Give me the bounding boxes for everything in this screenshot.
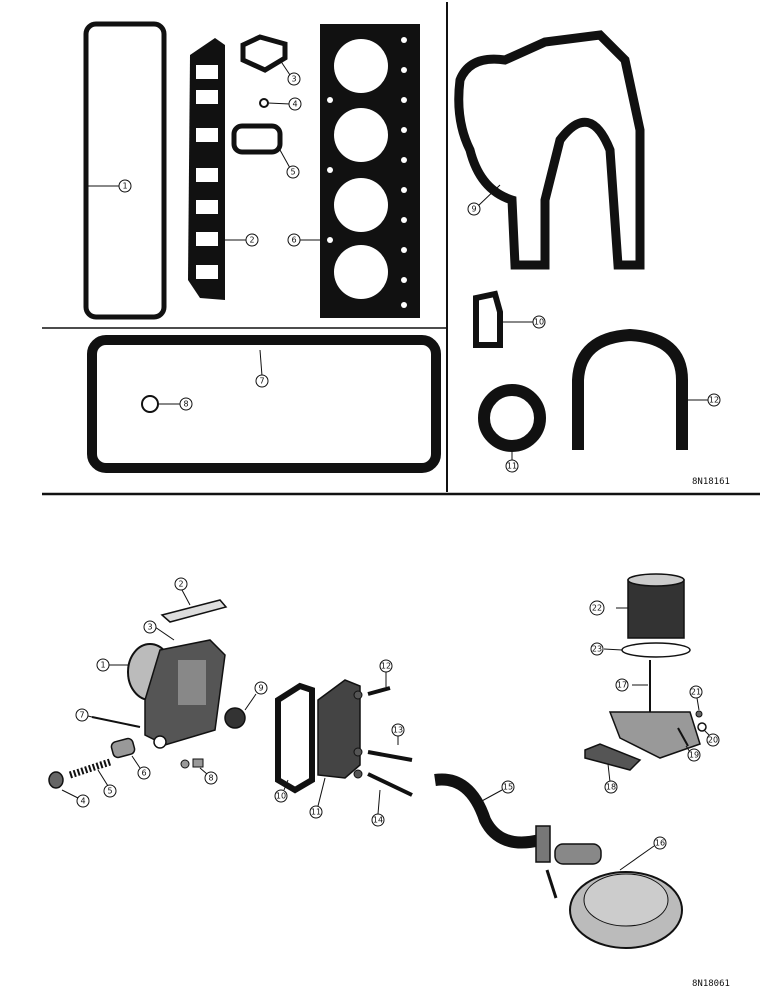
- callout-bottom-18: 18: [606, 783, 616, 792]
- callout-bottom-16: 16: [655, 839, 665, 848]
- water-pump-gasket: [473, 290, 503, 348]
- callout-top-7: 7: [259, 377, 264, 386]
- filter-valve-spring: [697, 722, 707, 732]
- callout-bottom-4: 4: [80, 797, 85, 806]
- callout-top-8: 8: [183, 400, 188, 409]
- thermostat-gasket: [231, 123, 283, 155]
- callout-bottom-10: 10: [276, 792, 286, 801]
- filter-adaptor: [317, 679, 361, 779]
- callout-top-1: 1: [122, 182, 127, 191]
- pump-key: [192, 758, 204, 768]
- bottom-callouts: 1 2 3 4 5 6 7 8 9 10 11 12: [61, 577, 730, 989]
- callout-bottom-17: 17: [617, 681, 627, 690]
- callout-bottom-19: 19: [689, 751, 699, 760]
- pipe-flange: [535, 825, 551, 863]
- filter-seal: [621, 642, 691, 658]
- callout-bottom-3: 3: [147, 623, 152, 632]
- callout-top-10: 10: [534, 318, 544, 327]
- filter-head: [608, 711, 701, 759]
- callout-bottom-21: 21: [691, 688, 701, 697]
- callout-bottom-1: 1: [100, 661, 105, 670]
- flange-gasket: [240, 34, 288, 73]
- manifold-gasket: [188, 38, 225, 300]
- figure-code-bottom: 8N18061: [692, 979, 730, 989]
- head-gasket: [320, 24, 420, 318]
- pump-pin: [91, 716, 141, 728]
- adaptor-bolts: [353, 686, 413, 797]
- rear-main-gasket: [572, 328, 688, 450]
- callout-bottom-9: 9: [258, 684, 263, 693]
- callout-top-9: 9: [471, 205, 476, 214]
- callout-top-11: 11: [507, 462, 517, 471]
- rear-seal: [478, 384, 546, 452]
- callout-bottom-6: 6: [141, 769, 146, 778]
- callout-bottom-13: 13: [393, 726, 403, 735]
- pipe-bolt: [545, 869, 558, 899]
- relief-plunger: [110, 737, 136, 759]
- callout-bottom-15: 15: [503, 783, 513, 792]
- top-callouts: 1 2 3 4 5 6 7 8 9 10 11 12 8N1: [86, 59, 730, 487]
- filter-valve-ball: [695, 710, 703, 718]
- callout-bottom-7: 7: [79, 711, 84, 720]
- callout-bottom-14: 14: [373, 816, 383, 825]
- small-washer: [259, 98, 269, 108]
- pump-top-gasket: [160, 599, 228, 623]
- oil-pump-figure: [48, 573, 707, 949]
- callout-top-12: 12: [709, 396, 719, 405]
- callout-bottom-5: 5: [107, 787, 112, 796]
- pump-nut: [48, 771, 64, 789]
- timing-cover-gasket: [454, 30, 645, 270]
- oil-pan-gasket: [87, 335, 441, 473]
- oil-pump-body: [127, 639, 226, 749]
- figure-code-top: 8N18161: [692, 477, 730, 487]
- callout-bottom-12: 12: [381, 662, 391, 671]
- callout-bottom-2: 2: [178, 580, 183, 589]
- callout-bottom-11: 11: [311, 808, 321, 817]
- adaptor-gasket: [275, 682, 315, 794]
- callout-top-2: 2: [249, 236, 254, 245]
- callout-top-4: 4: [292, 100, 297, 109]
- oil-pipe: [434, 773, 542, 849]
- callout-top-3: 3: [291, 75, 296, 84]
- pump-ball: [180, 759, 190, 769]
- gasket-set-figure: [42, 2, 760, 496]
- callout-bottom-8: 8: [208, 774, 213, 783]
- callout-bottom-22: 22: [592, 604, 602, 613]
- callout-top-6: 6: [291, 236, 296, 245]
- filter-valve-pin: [677, 727, 689, 747]
- oil-pan-o-ring: [141, 395, 159, 413]
- callout-top-5: 5: [290, 168, 295, 177]
- callout-bottom-23: 23: [592, 645, 602, 654]
- oil-strainer: [554, 843, 683, 949]
- filter-element: [627, 573, 685, 639]
- rocker-cover-gasket: [83, 21, 167, 320]
- relief-spring: [68, 758, 112, 779]
- filter-head-gasket: [584, 743, 642, 771]
- pump-rotor: [224, 707, 246, 729]
- callout-bottom-20: 20: [708, 736, 718, 745]
